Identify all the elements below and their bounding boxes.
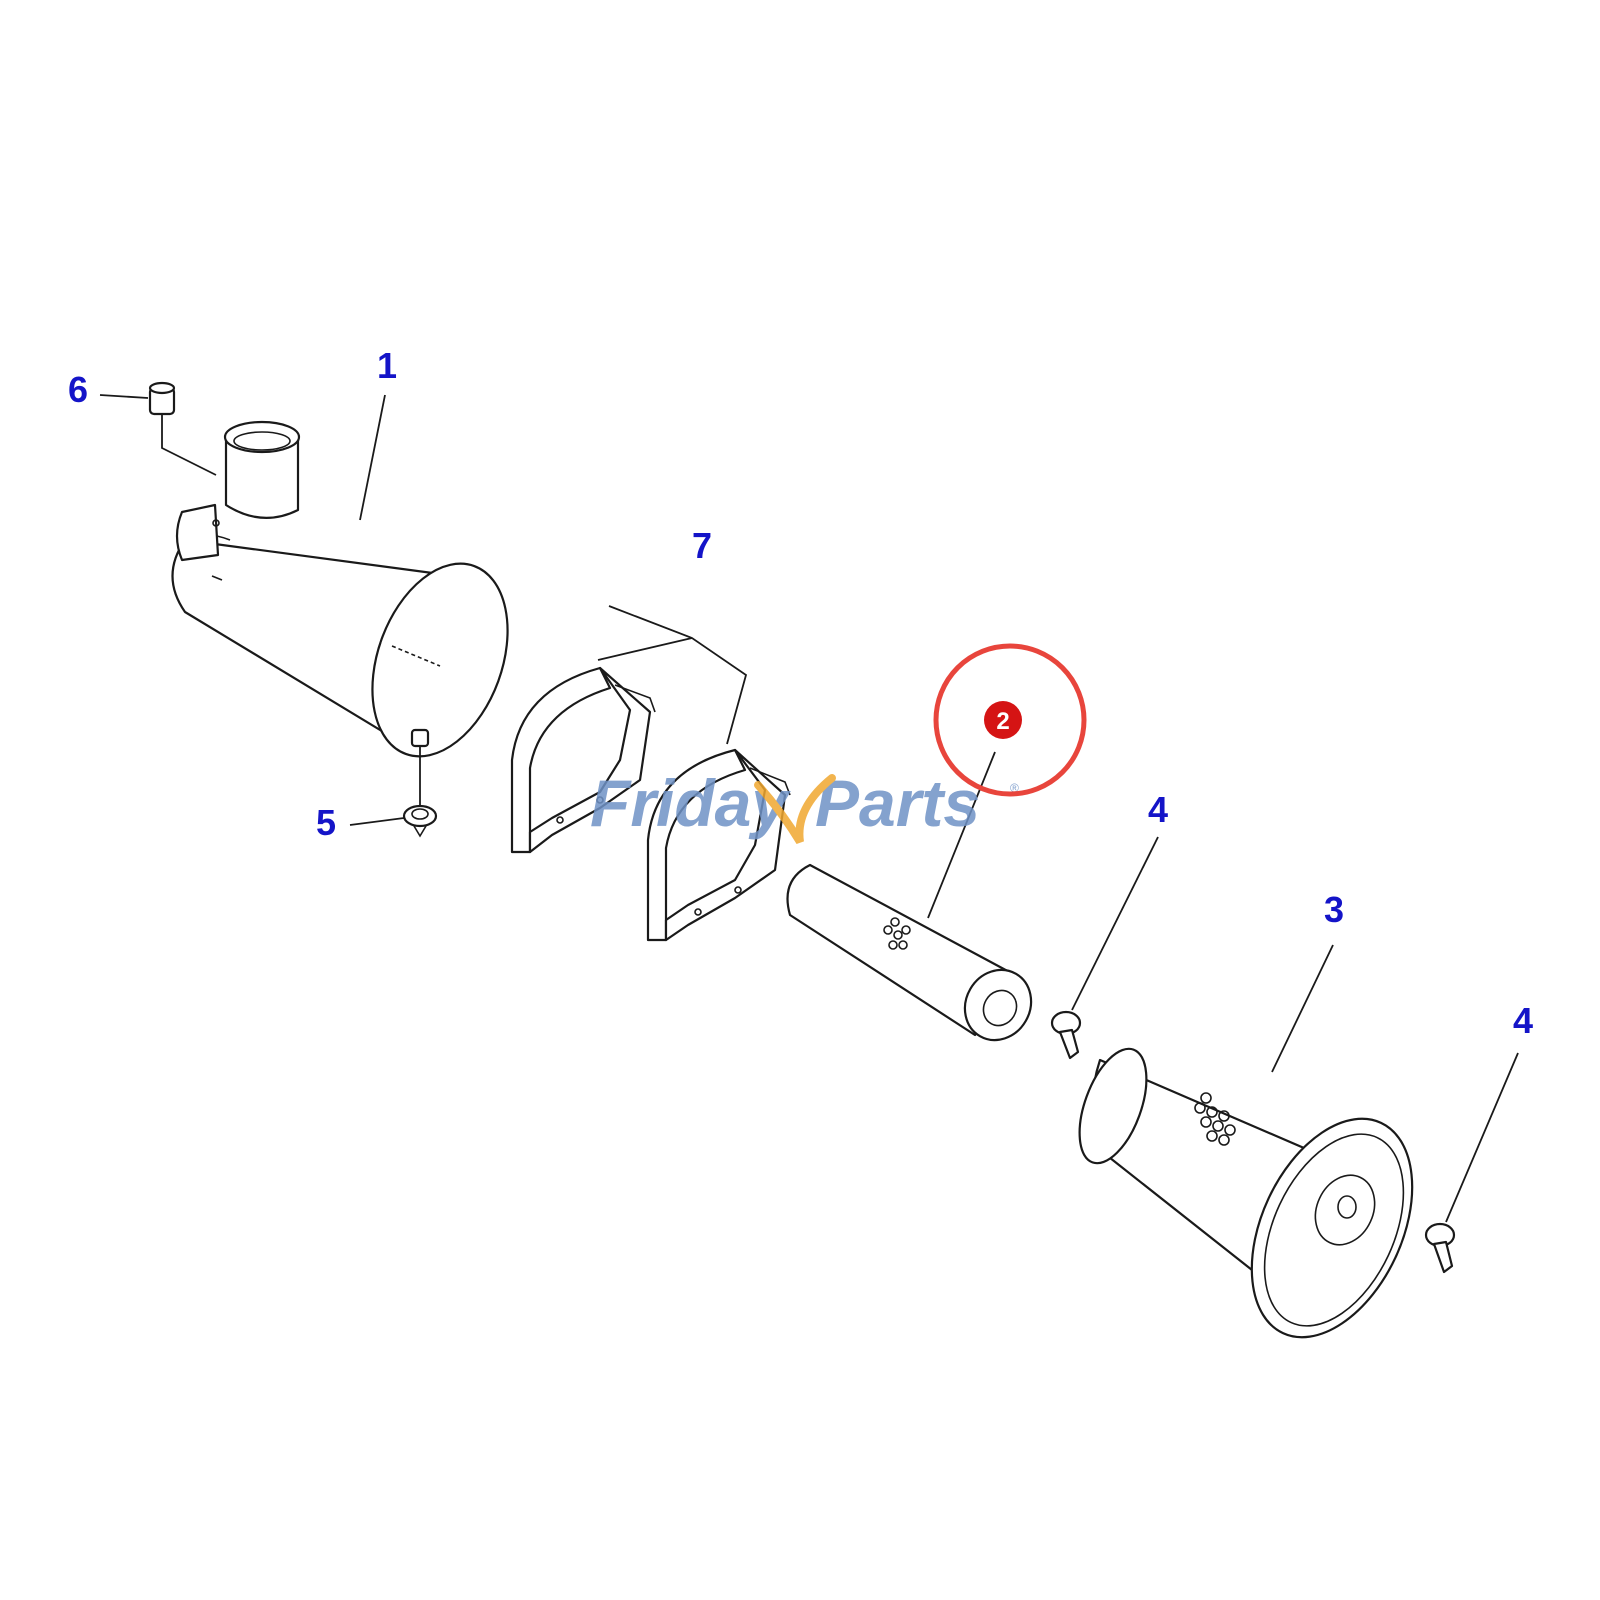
- wing-nut-outer: [1424, 1222, 1456, 1274]
- leader-lines: [99, 394, 1519, 1223]
- watermark-swoosh: [754, 774, 836, 845]
- callout-2: 2: [996, 708, 1009, 735]
- watermark-text-2: Parts: [815, 766, 980, 840]
- callout-6: 6: [68, 369, 88, 410]
- wing-nut-inner: [1050, 1010, 1082, 1060]
- outer-filter-element: [1078, 1047, 1414, 1339]
- callout-7: 7: [692, 525, 712, 566]
- callout-4-inner: 4: [1148, 789, 1168, 830]
- highlight-marker: 2: [933, 643, 1087, 797]
- inner-filter-element: [786, 863, 1033, 1042]
- air-cleaner-body: [171, 420, 509, 758]
- vacuator-plug: [148, 381, 217, 476]
- callout-4-outer: 4: [1513, 1000, 1533, 1041]
- drain-valve: [402, 728, 438, 838]
- watermark-registered: ®: [1010, 781, 1019, 795]
- watermark-text-1: Friday: [590, 766, 791, 840]
- mounting-band-2: [646, 748, 791, 942]
- callout-1: 1: [377, 345, 397, 386]
- callout-3: 3: [1324, 889, 1344, 930]
- callout-5: 5: [316, 802, 336, 843]
- callout-labels: 1 6 5 7 4 3 4: [68, 345, 1533, 1041]
- mounting-band-1: [510, 666, 656, 854]
- watermark-logo: Friday Parts ®: [590, 766, 1019, 845]
